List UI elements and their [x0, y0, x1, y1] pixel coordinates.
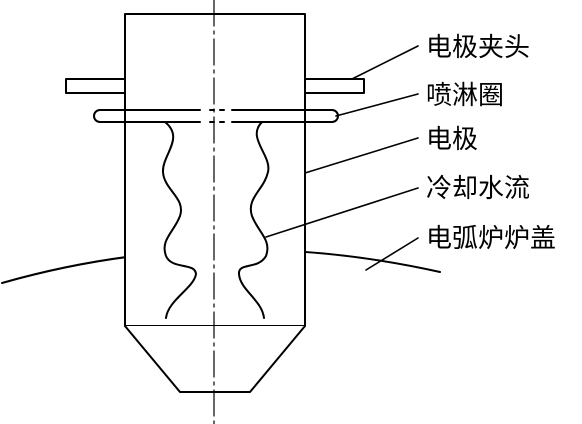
water-stream-left [161, 121, 197, 319]
leader-lines [265, 45, 419, 271]
label-electrode: 电极 [426, 125, 478, 155]
clamp-plate-left [65, 78, 126, 94]
label-spray-ring: 喷淋圈 [426, 81, 504, 111]
leader-furnace-roof [365, 237, 419, 271]
label-electrode-clamp: 电极夹头 [426, 33, 530, 63]
clamp-plate-right [304, 78, 365, 94]
water-stream-right [238, 121, 270, 319]
electrode-tip [124, 325, 306, 393]
leader-cooling-water [265, 187, 419, 238]
spray-ring [93, 109, 339, 123]
electrode-body [124, 13, 306, 327]
leader-spray-ring [335, 93, 419, 117]
leader-clamp [351, 45, 419, 80]
label-cooling-water-flow: 冷却水流 [426, 174, 530, 204]
label-furnace-roof: 电弧炉炉盖 [426, 224, 556, 254]
leader-electrode [304, 137, 419, 174]
